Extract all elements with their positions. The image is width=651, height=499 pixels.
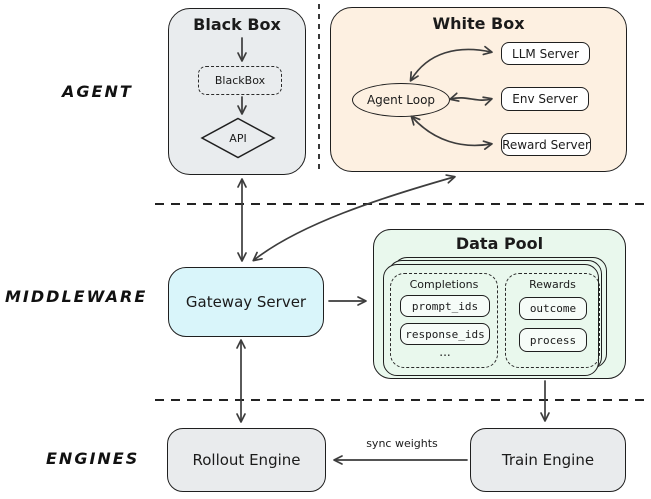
gateway-server-node: Gateway Server bbox=[168, 267, 324, 337]
sync-weights-label: sync weights bbox=[366, 437, 438, 450]
blackbox-node-label: BlackBox bbox=[214, 74, 266, 87]
api-diamond-label: API bbox=[229, 131, 247, 145]
rollout-engine-label: Rollout Engine bbox=[192, 451, 301, 469]
train-engine-node: Train Engine bbox=[470, 428, 626, 492]
rewards-title: Rewards bbox=[529, 278, 576, 291]
outcome-item: outcome bbox=[519, 297, 587, 320]
rollout-engine-node: Rollout Engine bbox=[167, 428, 326, 492]
outcome-label: outcome bbox=[529, 302, 577, 315]
data-pool-card: Completions prompt_ids response_ids ... … bbox=[383, 264, 600, 376]
agent-loop-node: Agent Loop bbox=[352, 83, 450, 117]
response-ids-item: response_ids bbox=[400, 323, 490, 345]
llm-server-node: LLM Server bbox=[501, 42, 590, 65]
prompt-ids-label: prompt_ids bbox=[411, 299, 479, 313]
blackbox-node: BlackBox bbox=[198, 66, 282, 95]
reward-server-node: Reward Server bbox=[501, 133, 591, 156]
data-pool-container: Data Pool Completions prompt_ids respons… bbox=[373, 229, 626, 379]
env-server-node: Env Server bbox=[501, 87, 589, 111]
response-ids-label: response_ids bbox=[405, 327, 485, 341]
rewards-group: Rewards outcome process bbox=[505, 273, 600, 368]
completions-ellipsis: ... bbox=[439, 345, 451, 359]
section-label-agent: AGENT bbox=[62, 82, 133, 101]
train-engine-label: Train Engine bbox=[501, 451, 595, 469]
reward-server-label: Reward Server bbox=[502, 137, 590, 152]
process-item: process bbox=[519, 328, 587, 352]
black-box-title: Black Box bbox=[193, 15, 281, 34]
agent-loop-label: Agent Loop bbox=[366, 93, 436, 107]
llm-server-label: LLM Server bbox=[512, 46, 579, 61]
api-diamond: API bbox=[200, 117, 276, 159]
diamond-shape-icon bbox=[200, 117, 276, 159]
completions-group: Completions prompt_ids response_ids ... bbox=[390, 273, 498, 368]
data-pool-title: Data Pool bbox=[455, 234, 544, 253]
gateway-server-label: Gateway Server bbox=[185, 293, 307, 311]
completions-title: Completions bbox=[409, 278, 479, 291]
black-box-container: Black Box BlackBox API bbox=[168, 8, 306, 175]
process-label: process bbox=[529, 333, 577, 347]
section-label-engines: ENGINES bbox=[46, 449, 140, 468]
env-server-label: Env Server bbox=[512, 92, 578, 106]
section-label-middleware: MIDDLEWARE bbox=[5, 287, 148, 306]
prompt-ids-item: prompt_ids bbox=[400, 295, 490, 317]
white-box-title: White Box bbox=[432, 14, 525, 33]
white-box-container: White Box Agent Loop LLM Server Env Serv… bbox=[330, 7, 627, 172]
